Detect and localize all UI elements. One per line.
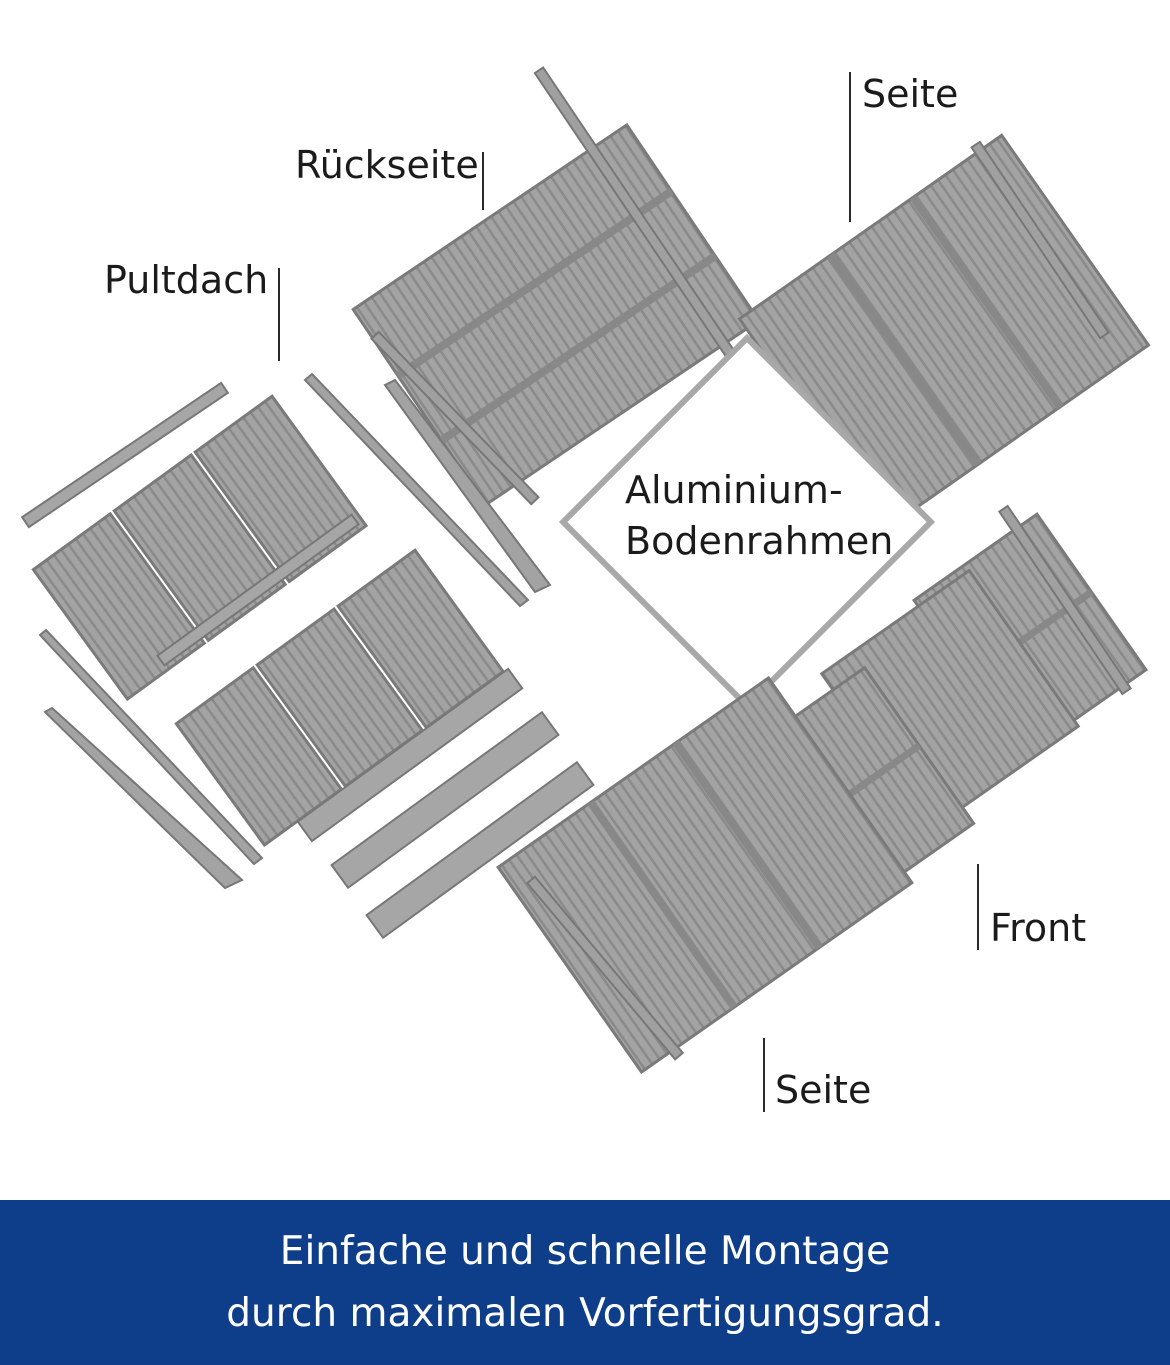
seite-bottom-panel xyxy=(496,675,914,1075)
rueckseite-rail-lower xyxy=(370,330,540,506)
seite-bottom-rail xyxy=(525,875,685,1061)
banner-line-1: Einfache und schnelle Montage xyxy=(279,1228,891,1274)
rueckseite-tick xyxy=(482,152,484,210)
seite-top-tick xyxy=(849,72,851,222)
pultdach-rail-middle xyxy=(155,513,361,667)
front-tick xyxy=(977,864,979,950)
pultdach-wedge-top xyxy=(303,372,552,608)
front-rail-right xyxy=(997,504,1133,696)
seite-bottom-label: Seite xyxy=(775,1068,872,1112)
pultdach-panels-lower xyxy=(174,548,506,848)
rueckseite-label: Rückseite xyxy=(295,143,479,187)
seite-top-rail xyxy=(970,140,1110,340)
pultdach-wedge-bottom xyxy=(38,628,264,890)
seite-bottom-tick xyxy=(763,1038,765,1112)
banner-line-2: durch maximalen Vorfertigungsgrad. xyxy=(226,1290,944,1336)
pultdach-tick xyxy=(278,268,280,361)
aluminium-label-line1: Aluminium- xyxy=(625,468,843,512)
pultdach-rail-top xyxy=(20,381,230,529)
seite-top-label: Seite xyxy=(862,72,959,116)
aluminium-frame xyxy=(558,333,936,711)
shed-parts-diagram xyxy=(20,66,1151,1075)
pultdach-boards xyxy=(296,667,595,940)
front-label: Front xyxy=(990,906,1087,950)
pultdach-label: Pultdach xyxy=(104,258,269,302)
info-banner: Einfache und schnelle Montage durch maxi… xyxy=(0,1200,1170,1365)
aluminium-label-line2: Bodenrahmen xyxy=(625,519,894,563)
